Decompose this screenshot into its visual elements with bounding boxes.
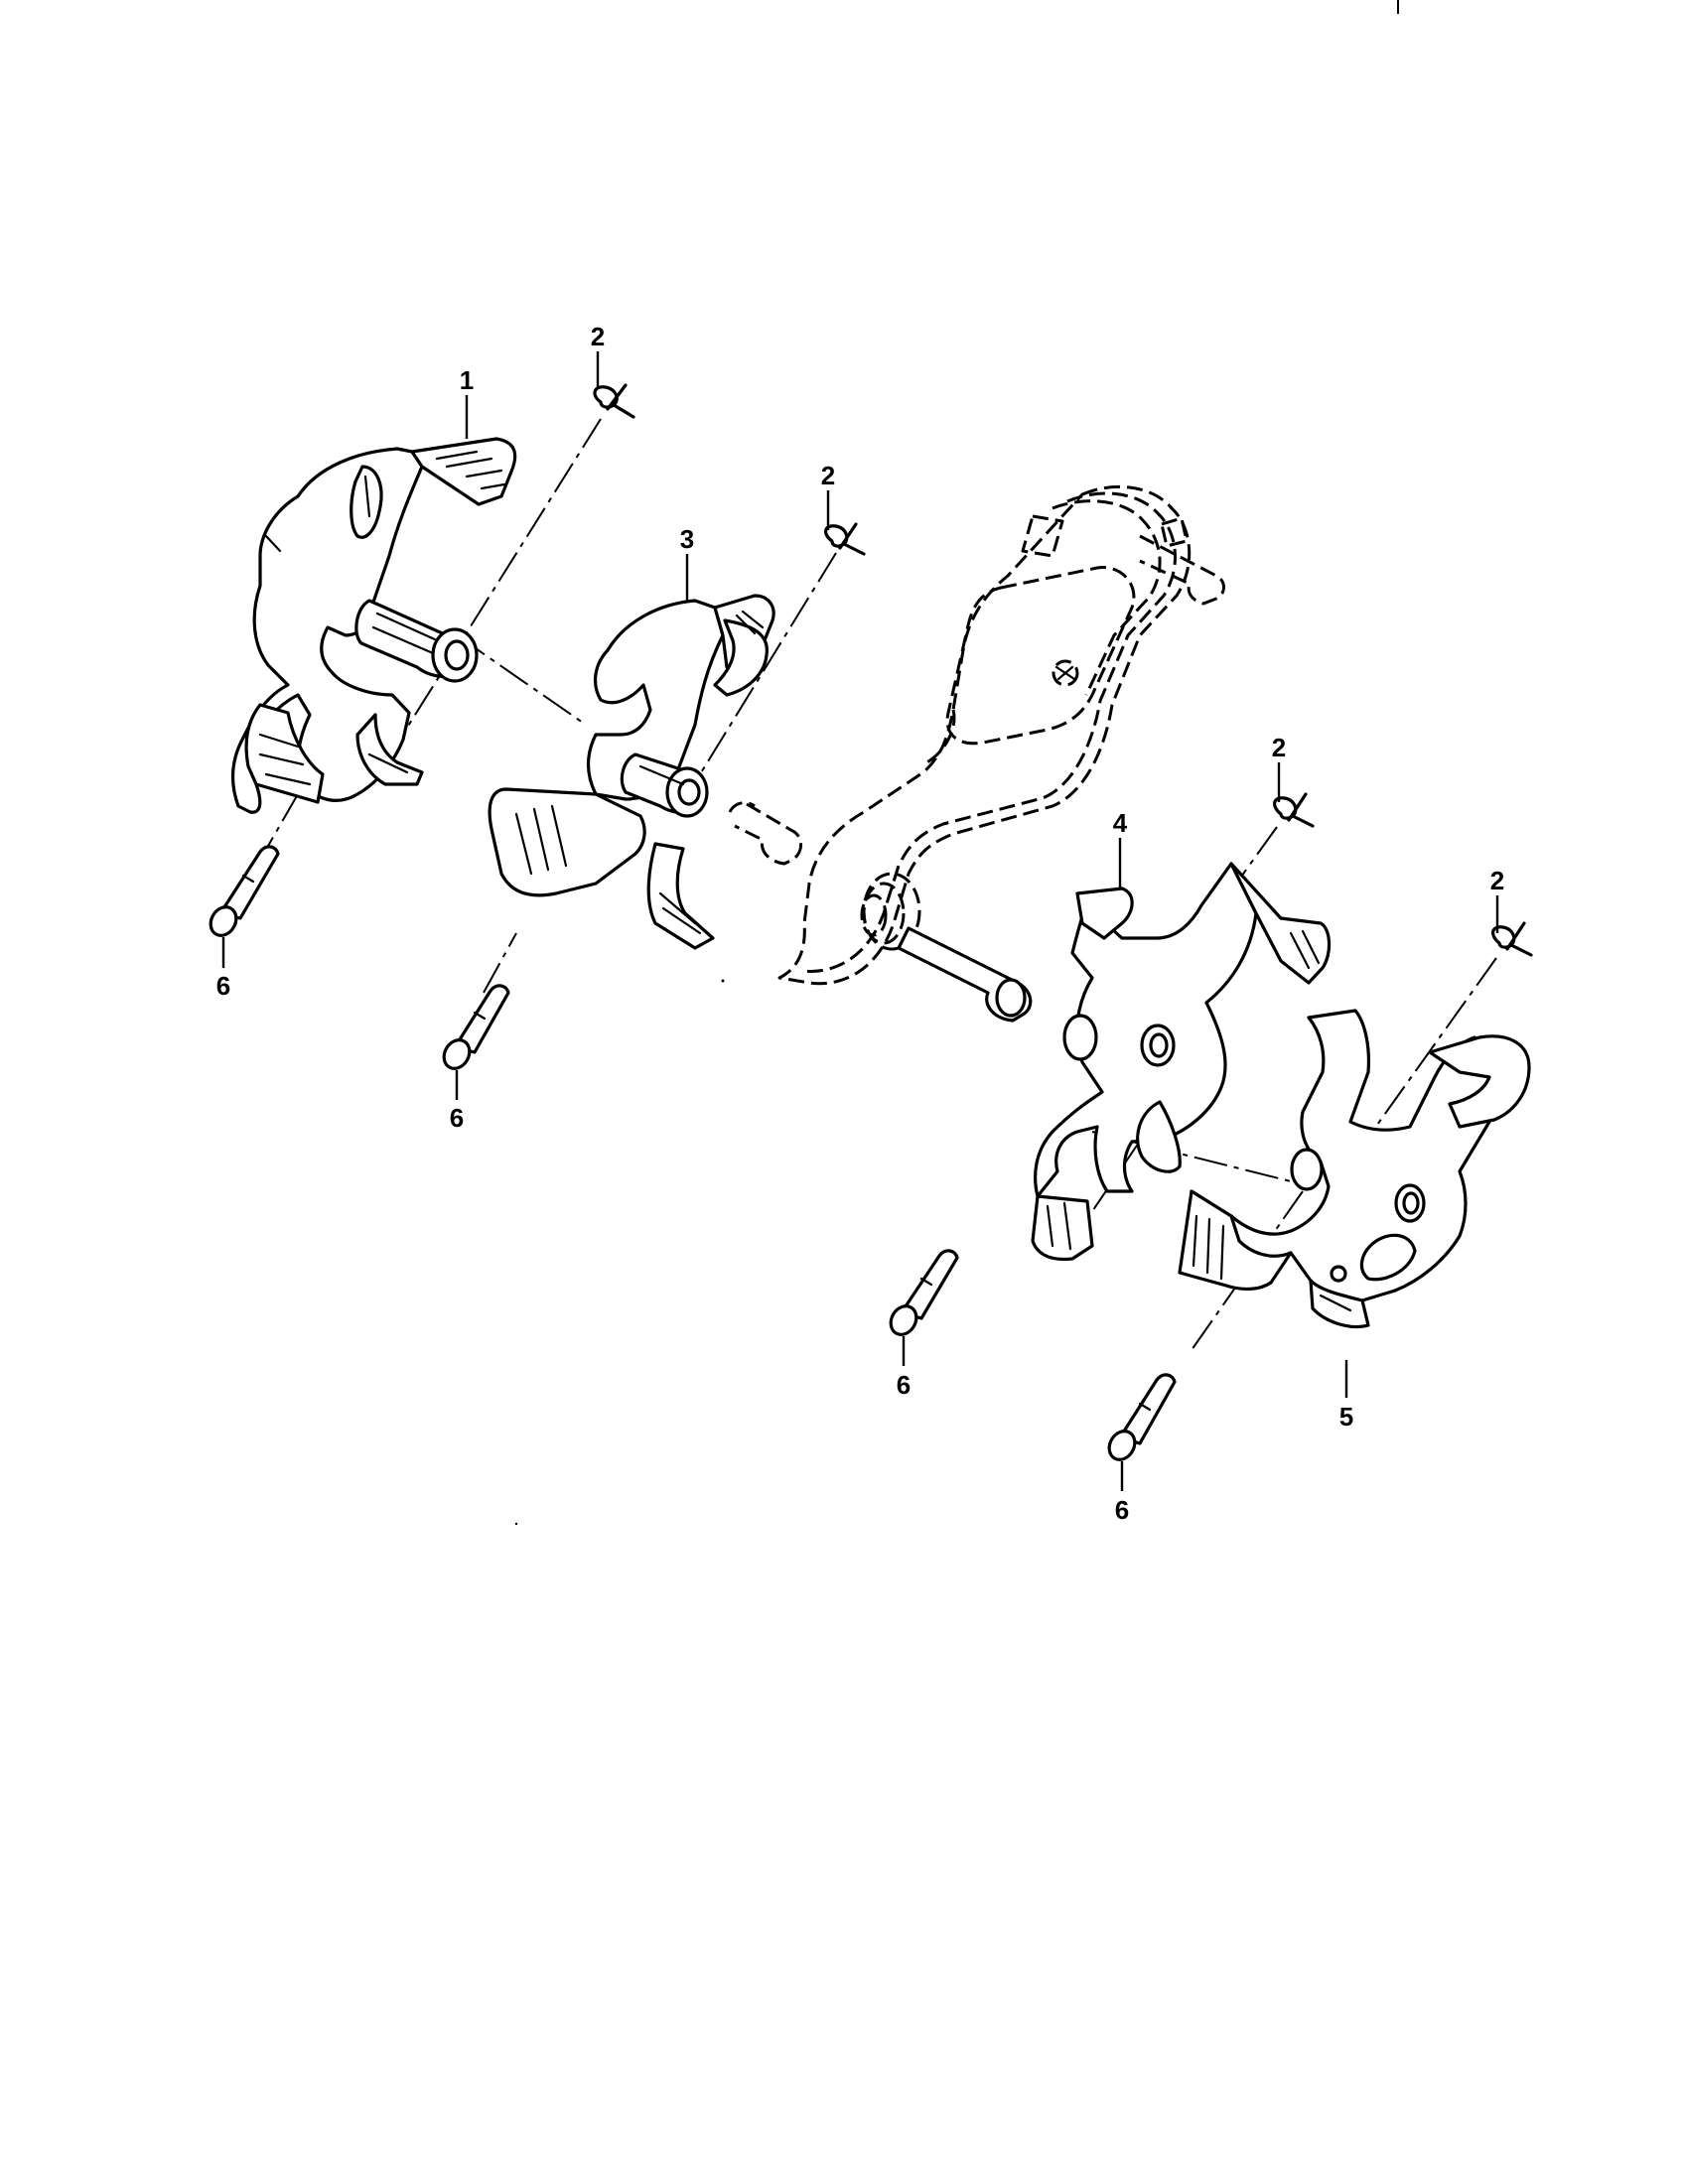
tine-5: [1178, 1009, 1531, 1329]
assembly-center-lines: [255, 418, 1497, 1351]
callout-pin-a: 6: [216, 971, 230, 1001]
callout-leaders: [221, 351, 1499, 1491]
drive-housing-phantom: [728, 484, 1225, 986]
hairpin-clip-a: [593, 383, 635, 419]
scan-dot: [514, 1522, 518, 1526]
hairpin-clip-b: [824, 522, 866, 556]
callout-labels: 1 2 3 2 4 2 2 5 6 6 6 6: [216, 322, 1504, 1525]
callout-tine-1: 1: [460, 365, 474, 395]
axle-shaft: [897, 926, 1033, 1023]
callout-tine-5: 5: [1339, 1402, 1353, 1432]
hairpin-clip-c: [1273, 792, 1315, 828]
callout-pin-b: 6: [450, 1103, 464, 1133]
hairpin-clip-d: [1491, 921, 1533, 957]
clevis-pin-d: [1107, 1373, 1177, 1461]
clevis-pin-b: [442, 984, 510, 1070]
callout-hairpin-a: 2: [591, 322, 605, 351]
clevis-pin-a: [209, 845, 280, 937]
clevis-pin-c: [889, 1249, 959, 1336]
scan-dot: [721, 979, 725, 983]
callout-hairpin-d: 2: [1490, 866, 1504, 895]
tine-3: [488, 594, 775, 950]
callout-hairpin-b: 2: [821, 461, 835, 490]
callout-tine-4: 4: [1113, 808, 1128, 838]
callout-tine-3: 3: [680, 524, 694, 554]
callout-hairpin-c: 2: [1272, 733, 1286, 762]
tine-4: [1031, 862, 1332, 1262]
callout-pin-c: 6: [897, 1370, 911, 1400]
callout-pin-d: 6: [1115, 1495, 1129, 1525]
tine-1: [230, 437, 517, 814]
